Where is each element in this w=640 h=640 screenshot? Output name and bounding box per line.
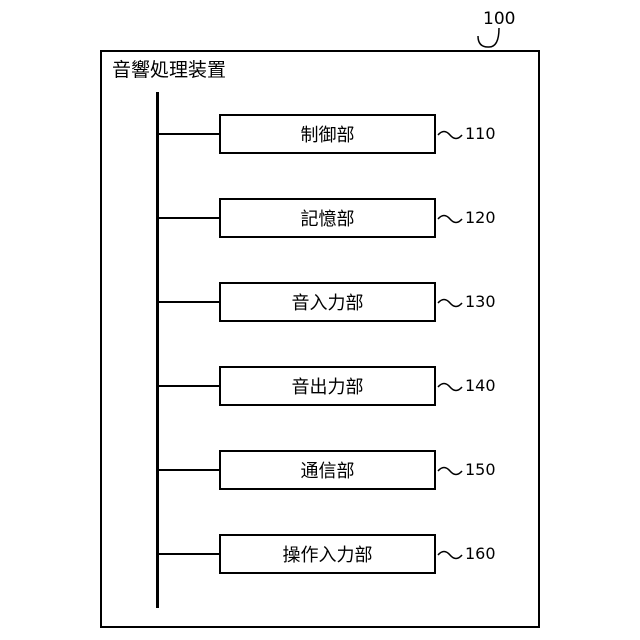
unit-box-operation-input: 操作入力部 xyxy=(219,534,436,574)
unit-box-sound-output: 音出力部 xyxy=(219,366,436,406)
bus-tick-2 xyxy=(158,217,220,219)
leader-100 xyxy=(478,28,499,47)
bus-tick-4 xyxy=(158,385,220,387)
unit-label: 音入力部 xyxy=(292,289,364,315)
bus-tick-3 xyxy=(158,301,220,303)
unit-label: 制御部 xyxy=(301,121,355,147)
unit-ref: 140 xyxy=(465,376,496,396)
unit-ref: 160 xyxy=(465,544,496,564)
unit-ref: 130 xyxy=(465,292,496,312)
bus-tick-6 xyxy=(158,553,220,555)
unit-box-communication: 通信部 xyxy=(219,450,436,490)
device-title: 音響処理装置 xyxy=(112,59,226,81)
unit-label: 操作入力部 xyxy=(283,541,373,567)
bus-line xyxy=(156,92,159,608)
bus-tick-5 xyxy=(158,469,220,471)
unit-box-control: 制御部 xyxy=(219,114,436,154)
unit-label: 記憶部 xyxy=(301,205,355,231)
unit-label: 音出力部 xyxy=(292,373,364,399)
unit-box-sound-input: 音入力部 xyxy=(219,282,436,322)
unit-ref: 110 xyxy=(465,124,496,144)
reference-number-100: 100 xyxy=(483,9,515,29)
bus-tick-1 xyxy=(158,133,220,135)
unit-label: 通信部 xyxy=(301,457,355,483)
unit-box-storage: 記憶部 xyxy=(219,198,436,238)
unit-ref: 150 xyxy=(465,460,496,480)
unit-ref: 120 xyxy=(465,208,496,228)
